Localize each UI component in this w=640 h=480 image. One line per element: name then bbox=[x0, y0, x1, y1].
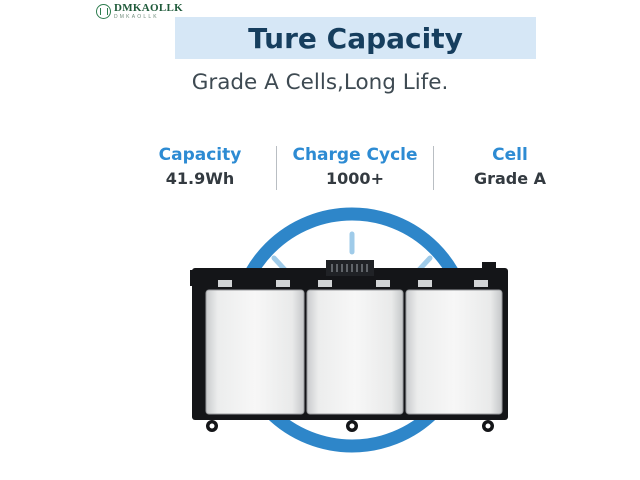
spec-charge-cycle-value: 1000+ bbox=[326, 169, 384, 188]
spec-charge-cycle: Charge Cycle 1000+ bbox=[280, 142, 430, 190]
spec-cell-label: Cell bbox=[492, 145, 528, 165]
spec-divider bbox=[276, 146, 277, 190]
brand-name: DMKAOLLK bbox=[114, 2, 184, 14]
spec-divider bbox=[433, 146, 434, 190]
battery-connector bbox=[326, 260, 374, 276]
spec-cell-value: Grade A bbox=[473, 169, 547, 188]
battery-cell bbox=[205, 289, 305, 415]
title-banner: Ture Capacity bbox=[175, 17, 536, 59]
brand-tagline: DMKAOLLK bbox=[114, 14, 159, 20]
battery-cell bbox=[405, 289, 503, 415]
spec-charge-cycle-label: Charge Cycle bbox=[292, 145, 418, 165]
spec-capacity-value: 41.9Wh bbox=[165, 169, 235, 188]
page-title: Ture Capacity bbox=[248, 21, 463, 55]
spec-cell: Cell Grade A bbox=[435, 142, 585, 190]
battery-pack bbox=[190, 260, 508, 432]
spec-row: Capacity 41.9Wh Charge Cycle 1000+ Cell … bbox=[125, 142, 565, 192]
page-subtitle: Grade A Cells,Long Life. bbox=[191, 70, 449, 95]
battery-cell bbox=[306, 289, 404, 415]
brand-logo-icon bbox=[96, 4, 111, 19]
spec-capacity: Capacity 41.9Wh bbox=[125, 142, 275, 190]
spec-capacity-label: Capacity bbox=[158, 145, 242, 165]
battery-tabs bbox=[218, 280, 488, 287]
brand-logo: DMKAOLLK DMKAOLLK bbox=[96, 3, 183, 20]
